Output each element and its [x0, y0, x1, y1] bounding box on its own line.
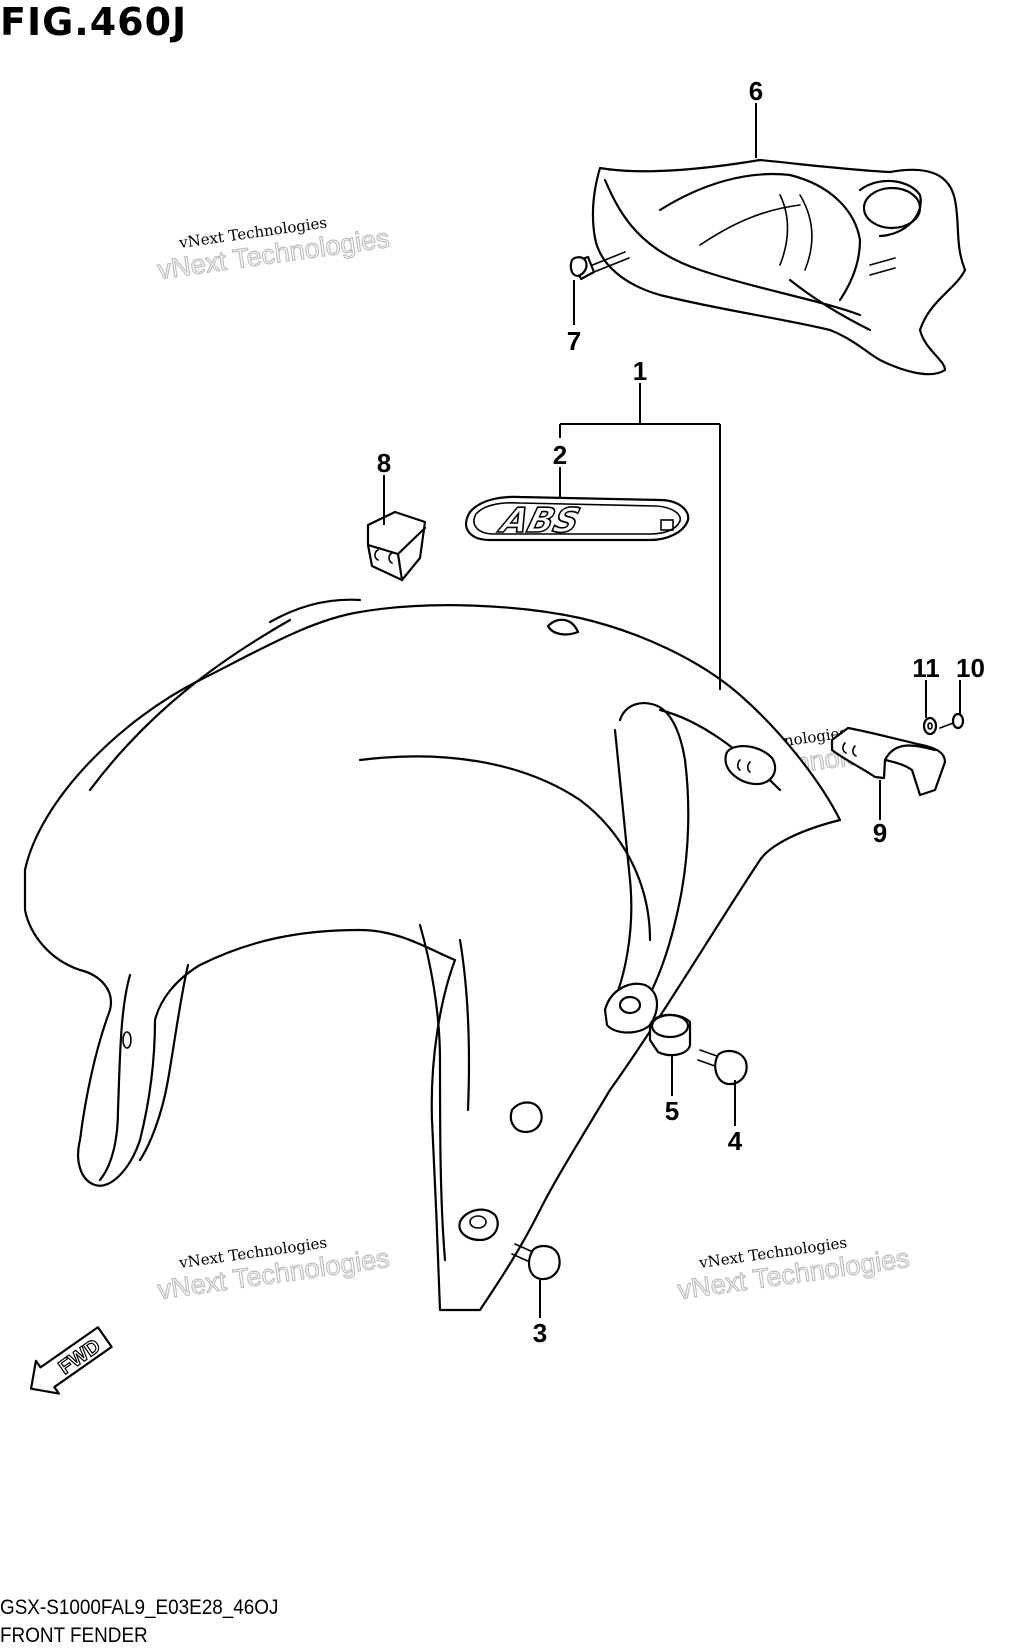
callout-2: 2 — [553, 440, 567, 470]
callout-10: 10 — [956, 653, 985, 683]
diagram-code: GSX-S1000FAL9_E03E28_46OJ — [0, 1596, 279, 1619]
leader-lines — [383, 103, 961, 1318]
figure-title: FIG.460J — [0, 0, 188, 44]
part-4-bolt — [697, 1049, 748, 1086]
callout-3: 3 — [533, 1318, 547, 1348]
part-7-bolt — [569, 251, 630, 281]
part-8-clip — [366, 510, 427, 582]
watermark-bottom-left: vNext Technologies vNext Technologies — [155, 1233, 392, 1305]
part-front-fender — [23, 598, 842, 1312]
watermark-bottom-right: vNext Technologies vNext Technologies — [675, 1233, 912, 1305]
callout-1: 1 — [633, 356, 647, 386]
diagram-name: FRONT FENDER — [0, 1624, 148, 1647]
callout-4: 4 — [728, 1126, 743, 1156]
callout-8: 8 — [377, 448, 391, 478]
part-10-screw — [939, 712, 965, 730]
part-11-washer — [922, 716, 938, 736]
callout-6: 6 — [749, 76, 763, 106]
callout-11: 11 — [912, 653, 940, 683]
abs-decal-text: ABS — [494, 502, 584, 541]
callout-9: 9 — [873, 818, 887, 848]
part-3-bolt — [511, 1243, 561, 1281]
callout-7: 7 — [567, 326, 581, 356]
callout-labels: 6 7 1 2 8 11 10 9 5 4 3 — [377, 76, 985, 1348]
part-5-grommet — [648, 1013, 692, 1057]
part-6-inner-cover — [591, 158, 967, 376]
callout-5: 5 — [665, 1096, 679, 1126]
part-2-abs-decal: ABS — [465, 495, 690, 542]
part-9-bracket — [830, 726, 947, 797]
fwd-arrow-icon: FWD — [29, 1326, 113, 1395]
watermark-top-left: vNext Technologies vNext Technologies — [155, 213, 392, 285]
